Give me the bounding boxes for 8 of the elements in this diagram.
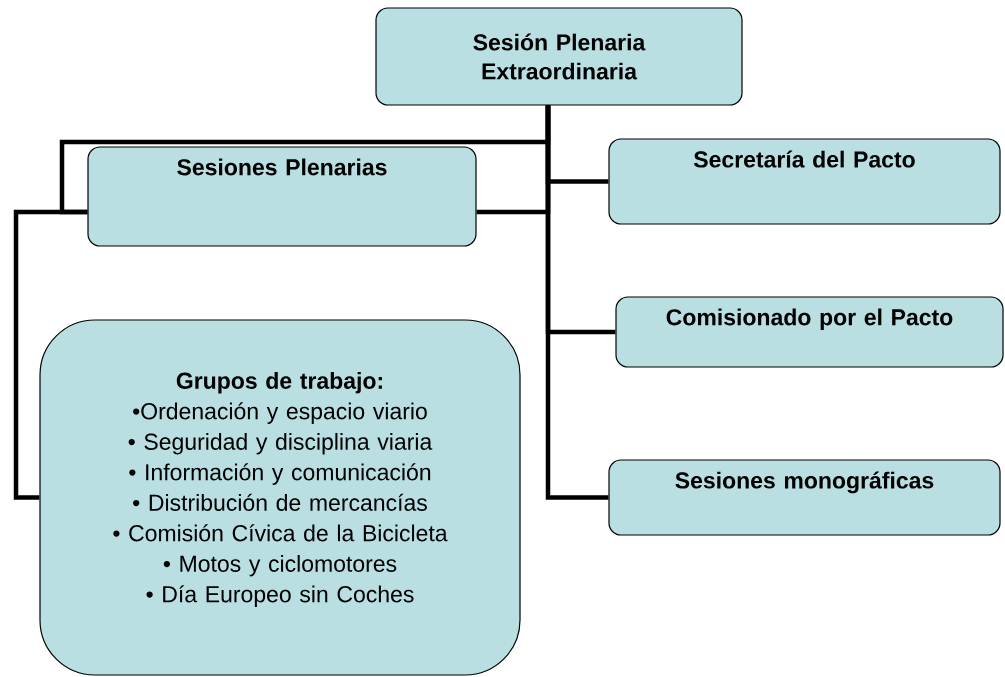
connector-line [476,105,551,215]
org-box: Sesiones Plenarias [87,146,477,247]
connector-line [13,209,88,500]
org-box: Sesión Plenaria Extraordinaria [375,7,743,106]
org-box: Comisionado por el Pacto [615,296,1004,368]
org-box: Sesiones monográficas [608,459,1001,536]
org-box: Secretaría del Pacto [608,138,1001,225]
group-box: Grupos de trabajo: •Ordenación y espacio viario • Seguridad y disciplina viaria • Información y comunicación • Distribución de mercancías • Comisión Cívica de la Bicicleta • Motos y ciclomotores • Día Europeo sin Coches [39,319,521,676]
